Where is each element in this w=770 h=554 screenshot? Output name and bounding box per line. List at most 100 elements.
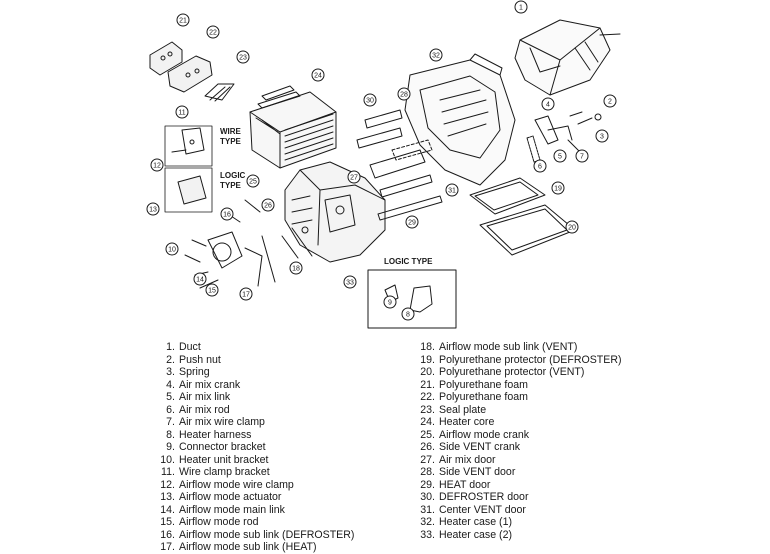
legend-item-number: 15. xyxy=(160,516,175,528)
legend-item-number: 9. xyxy=(166,441,175,453)
legend-item-number: 19. xyxy=(420,353,435,366)
legend-item: 21.Polyurethane foam xyxy=(420,379,622,392)
part-heater-case-1 xyxy=(404,53,516,186)
legend-item: 19. Polyurethane protector (DEFROSTER) xyxy=(420,353,622,367)
callout-number: 16 xyxy=(223,212,231,219)
callout-circle xyxy=(193,272,207,286)
callout-circle xyxy=(514,0,528,14)
callout-number: 7 xyxy=(580,154,584,161)
legend-item: 22. Polyurethane foam xyxy=(420,391,622,404)
callout-circle xyxy=(311,68,325,82)
callout-markers: 1234567891011121314151617181920212223242… xyxy=(146,0,617,321)
callout-circle xyxy=(401,307,415,321)
legend-item-text: Polyurethane protector (DEFROSTER) xyxy=(439,353,622,366)
callout-number: 28 xyxy=(400,92,408,99)
callout-circle xyxy=(363,93,377,107)
callout-number: 27 xyxy=(350,175,358,182)
callout-circle xyxy=(220,207,234,221)
part-wire-type-inset xyxy=(164,125,213,167)
legend-item-number: 11. xyxy=(161,466,175,478)
legend-item-number: 10. xyxy=(160,453,175,466)
legend-item-number: 28. xyxy=(420,466,435,478)
callout-circle xyxy=(246,174,260,188)
legend-item: 27.Air mix door xyxy=(420,454,622,467)
callout-circle xyxy=(445,183,459,197)
callout-circle xyxy=(603,94,617,108)
callout-number: 3 xyxy=(600,134,604,141)
callout-number: 14 xyxy=(196,277,204,284)
callout-circle xyxy=(236,50,250,64)
callout-number: 4 xyxy=(546,102,550,109)
callout-circle xyxy=(347,170,361,184)
part-logic-type-inset xyxy=(164,167,213,213)
legend-item-text: Air mix link xyxy=(179,391,231,403)
legend-item-number: 27. xyxy=(420,453,435,466)
parts-legend-right: 18.Airflow mode sub link (VENT)19. Polyur… xyxy=(420,341,622,541)
part-heater-core xyxy=(249,85,337,169)
legend-item-text: Heater harness xyxy=(179,428,252,441)
part-air-mix-parts xyxy=(526,111,602,163)
legend-item: 11.Wire clamp bracket xyxy=(160,466,354,479)
legend-item-number: 29. xyxy=(420,478,435,491)
callout-circle xyxy=(289,261,303,275)
legend-item: 14.Airflow mode main link xyxy=(160,504,354,517)
legend-item: 23.Seal plate xyxy=(420,404,622,417)
legend-item: 25. Airflow mode crank xyxy=(420,429,622,442)
callout-number: 29 xyxy=(408,220,416,227)
logic-type-box-label: LOGIC TYPE xyxy=(384,257,433,266)
legend-item: 1.Duct xyxy=(160,341,354,354)
legend-item-text: Airflow mode main link xyxy=(179,503,285,516)
callout-circle xyxy=(261,198,275,212)
callout-number: 5 xyxy=(558,154,562,161)
part-duct xyxy=(514,19,621,96)
part-doors xyxy=(356,109,443,221)
legend-item-number: 3. xyxy=(166,366,175,378)
legend-item-text: HEAT door xyxy=(439,478,491,491)
legend-item: 30. DEFROSTER door xyxy=(420,491,622,504)
callout-number: 21 xyxy=(179,18,187,25)
legend-item: 2.Push nut xyxy=(160,354,354,367)
legend-item-number: 12. xyxy=(160,478,175,491)
callout-circle xyxy=(206,25,220,39)
legend-item-text: Side VENT door xyxy=(439,466,516,478)
legend-item: 32.Heater case (1) xyxy=(420,516,622,529)
part-polyurethane-foam-22 xyxy=(167,55,213,93)
legend-item-number: 13. xyxy=(160,491,175,503)
legend-item: 5. Air mix link xyxy=(160,391,354,404)
legend-item: 9.Connector bracket xyxy=(160,441,354,454)
legend-item-text: Airflow mode crank xyxy=(439,428,530,441)
callout-number: 24 xyxy=(314,73,322,80)
callout-number: 9 xyxy=(388,300,392,307)
callout-circle xyxy=(343,275,357,289)
legend-item: 8.Heater harness xyxy=(160,429,354,442)
legend-item-number: 25. xyxy=(420,428,435,441)
callout-circle xyxy=(595,129,609,143)
legend-item-number: 5. xyxy=(166,391,175,403)
legend-item-text: Airflow mode rod xyxy=(179,516,259,528)
legend-item-number: 2. xyxy=(166,353,175,366)
callout-number: 32 xyxy=(432,53,440,60)
legend-item-number: 30. xyxy=(420,491,435,503)
legend-item-text: Polyurethane protector (VENT) xyxy=(439,366,585,378)
legend-item: 15. Airflow mode rod xyxy=(160,516,354,529)
logic-type-side-label: LOGIC TYPE xyxy=(220,171,248,190)
callout-number: 22 xyxy=(209,30,217,37)
legend-item-number: 31. xyxy=(420,503,435,516)
legend-item: 24.Heater core xyxy=(420,416,622,429)
legend-item-text: DEFROSTER door xyxy=(439,491,529,503)
legend-item: 18.Airflow mode sub link (VENT) xyxy=(420,341,622,354)
legend-item-number: 6. xyxy=(166,403,175,416)
legend-item-number: 22. xyxy=(420,391,435,403)
callout-circle xyxy=(176,13,190,27)
callout-number: 26 xyxy=(264,203,272,210)
part-heater-case-2 xyxy=(284,161,386,263)
legend-item-text: Airflow mode sub link (HEAT) xyxy=(179,541,317,553)
legend-item-text: Airflow mode actuator xyxy=(179,491,282,503)
legend-item-number: 4. xyxy=(166,378,175,391)
legend-item-text: Heater core xyxy=(439,416,495,428)
callout-circle xyxy=(541,97,555,111)
callout-number: 18 xyxy=(292,266,300,273)
legend-item-text: Polyurethane foam xyxy=(439,391,528,403)
callout-number: 30 xyxy=(366,98,374,105)
legend-item: 20.Polyurethane protector (VENT) xyxy=(420,366,622,379)
